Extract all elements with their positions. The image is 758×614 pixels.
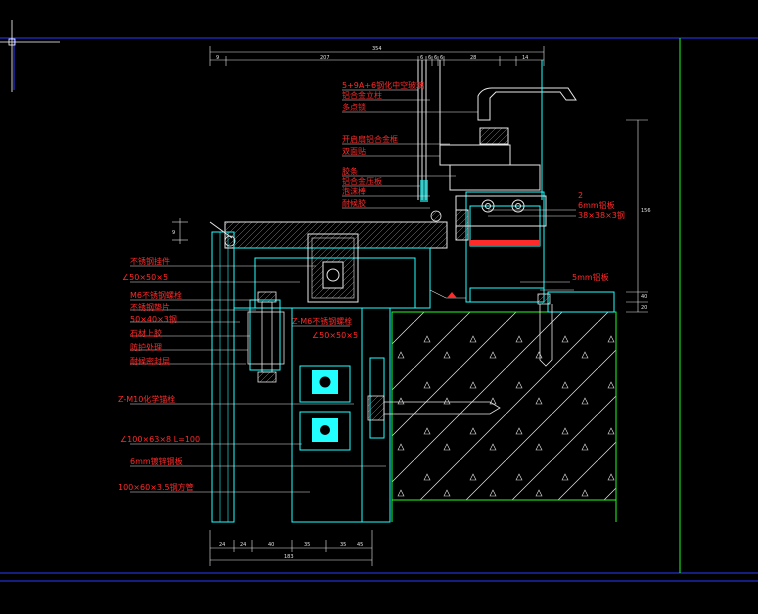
label-double-tape: 双面贴 [342, 146, 366, 156]
label-gasket: 胶条 [342, 166, 358, 176]
dim-top-7: 28 [470, 55, 476, 61]
dim-bottom-5: 35 [340, 542, 346, 548]
dim-top-6: 6 [440, 55, 443, 61]
dim-top-3: 6 [420, 55, 423, 61]
label-seal-layer: 耐候密封层 [130, 356, 170, 366]
callouts-upper: 5+9A+6钢化中空玻璃 铝合金立柱 多点锁 开启扇铝合金框 双面贴 胶条 铝合… [342, 80, 625, 282]
level-marker [429, 289, 466, 299]
cursor-crosshair [0, 20, 60, 92]
label-galvanized-plate: 6mm镀锌钢板 [130, 456, 183, 466]
label-angle-50b: ∠50×50×5 [312, 331, 358, 340]
dim-top-8: 14 [522, 55, 528, 61]
dim-bottom-overall: 183 [284, 554, 294, 560]
dim-right-3: 20 [641, 305, 647, 311]
dim-top-overall: 354 [372, 46, 382, 52]
label-aluminum-mullion: 铝合金立柱 [342, 90, 382, 100]
label-square-tube: 100×60×3.5钢方管 [118, 482, 194, 492]
dim-left: 9 [172, 230, 175, 236]
label-5mm-aluminum: 5mm铝板 [572, 272, 609, 282]
label-sash-frame: 开启扇铝合金框 [342, 134, 398, 144]
dim-bottom-1: 24 [219, 542, 225, 548]
dim-bottom-6: 45 [357, 542, 363, 548]
dim-top-2: 207 [320, 55, 330, 61]
label-glass: 5+9A+6钢化中空玻璃 [342, 80, 424, 90]
callouts-lower: 不锈钢挂件 ∠50×50×5 M6不锈钢螺栓 不锈钢垫片 50×40×3钢 石材… [118, 256, 358, 492]
dimension-top [209, 46, 545, 66]
label-multipoint-lock: 多点锁 [342, 102, 366, 112]
label-z-m6-bolt: Z-M6不锈钢螺栓 [292, 316, 352, 326]
dim-bottom-2: 24 [240, 542, 246, 548]
dim-bottom-4: 35 [304, 542, 310, 548]
viewport-frame [0, 37, 758, 582]
label-50-steel: 50×40×3钢 [130, 314, 177, 324]
label-stone-glue: 石材上胶 [130, 328, 162, 338]
label-chemical-anchor: Z-M10化学锚栓 [118, 394, 175, 404]
dim-top-4: 6 [428, 55, 431, 61]
label-dim-2: 2 [578, 191, 583, 200]
label-protection: 防护处理 [130, 342, 162, 352]
leader-lines [130, 89, 576, 493]
chemical-anchor [367, 293, 553, 421]
label-weather-sealant: 耐候胶 [342, 198, 366, 208]
label-angle-100: ∠100×63×8 L=100 [120, 435, 200, 444]
curtain-wall [417, 60, 577, 241]
dimension-bottom [209, 530, 373, 566]
anchor-plates [299, 365, 351, 451]
dim-right-2: 40 [641, 294, 647, 300]
label-38-steel: 38×38×3钢 [578, 210, 625, 220]
label-angle-50: ∠50×50×5 [122, 273, 168, 282]
label-m6-bolt: M6不锈钢螺栓 [130, 290, 182, 300]
dim-bottom-3: 40 [268, 542, 274, 548]
dim-top-1: 9 [216, 55, 219, 61]
dim-right-1: 156 [641, 208, 651, 214]
label-hanger: 不锈钢挂件 [130, 256, 170, 266]
label-6mm-aluminum: 6mm铝板 [578, 200, 615, 210]
dimension-right [172, 119, 648, 313]
stainless-bracket [307, 233, 359, 303]
label-washer: 不锈钢垫片 [130, 302, 170, 312]
label-pressure-plate: 铝合金压板 [342, 176, 382, 186]
concrete-slab [391, 311, 617, 522]
dim-top-5: 6 [434, 55, 437, 61]
glass-pane [420, 180, 540, 246]
m6-bolt [247, 291, 285, 383]
label-foam-rod: 泡沫棒 [342, 186, 366, 196]
